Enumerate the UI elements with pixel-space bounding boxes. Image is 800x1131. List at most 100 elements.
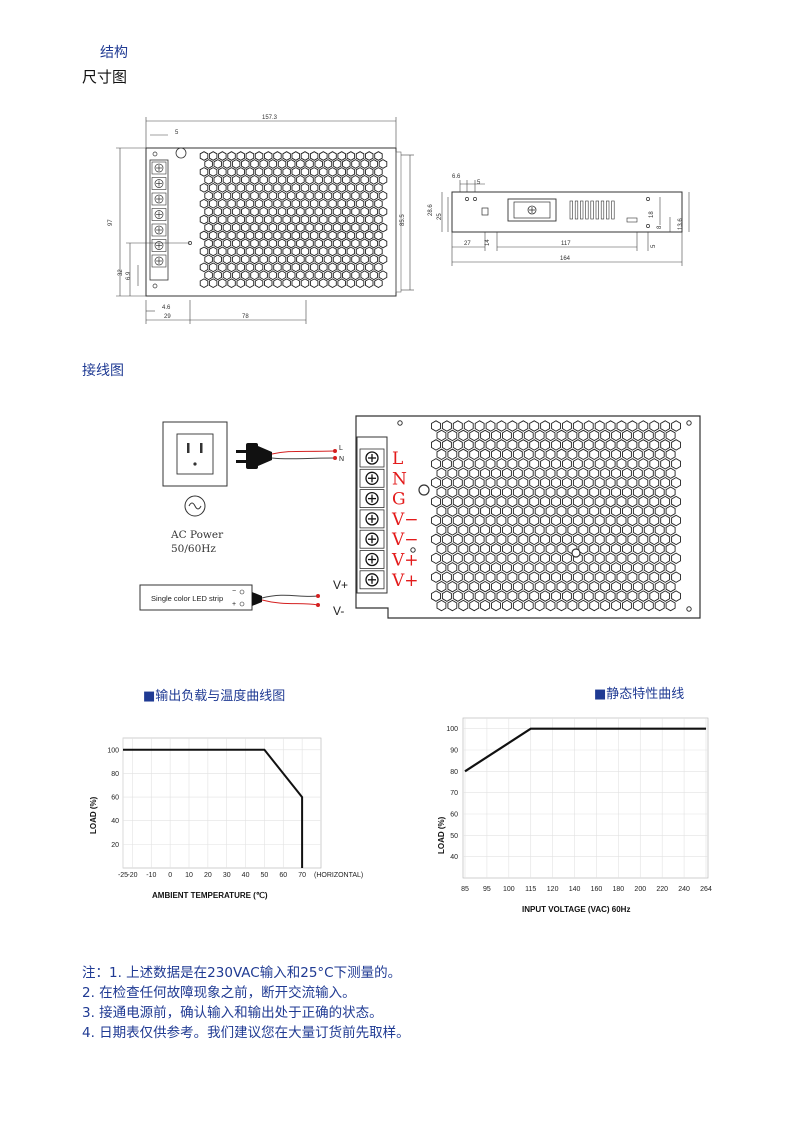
vent-hole <box>649 439 660 451</box>
vent-hole <box>474 533 485 546</box>
vent-hole <box>632 543 643 555</box>
vent-hole <box>447 486 458 498</box>
vent-hole <box>523 599 534 612</box>
vent-hole <box>660 552 671 565</box>
vent-hole <box>518 590 529 602</box>
terminal-screw-icon <box>154 256 164 266</box>
vent-hole <box>578 562 589 574</box>
vent-hole <box>643 599 654 612</box>
vent-hole <box>556 448 567 461</box>
vent-hole <box>296 159 305 169</box>
vent-hole <box>507 533 518 546</box>
vent-hole <box>273 262 282 273</box>
dim-25: 25 <box>437 213 443 220</box>
vent-hole <box>351 190 360 201</box>
vent-hole <box>204 270 213 281</box>
vent-hole <box>264 198 273 209</box>
vent-hole <box>332 206 342 217</box>
vent-hole <box>213 254 222 265</box>
x-tick-label: 100 <box>503 886 515 893</box>
vent-hole <box>627 476 638 489</box>
vent-hole <box>480 543 491 555</box>
vent-hole <box>518 439 529 451</box>
vent-hole <box>351 270 360 281</box>
vent-hole <box>305 159 314 169</box>
vent-hole <box>342 238 351 249</box>
vent-hole <box>250 159 259 169</box>
vent-hole <box>512 467 523 479</box>
vent-hole <box>638 458 649 470</box>
vent-hole <box>378 238 388 249</box>
vent-hole <box>616 458 627 470</box>
derating-plot-frame <box>122 737 322 869</box>
vent-hole <box>296 238 305 249</box>
vent-hole <box>355 230 365 241</box>
vent-hole <box>199 278 209 289</box>
vent-hole <box>518 476 529 489</box>
x-tick-label: 115 <box>525 886 536 893</box>
dim-27: 27 <box>464 241 471 247</box>
vent-hole <box>355 151 365 161</box>
vent-hole <box>458 524 469 536</box>
vent-hole <box>632 486 643 498</box>
terminal-label: V− <box>391 510 419 530</box>
vent-hole <box>337 151 346 161</box>
side-slot <box>595 200 599 220</box>
vent-hole <box>627 420 638 432</box>
vent-hole <box>296 174 305 185</box>
vent-hole <box>463 552 474 565</box>
vent-hole <box>300 167 310 177</box>
vent-hole <box>545 580 556 593</box>
vent-hole <box>277 206 287 217</box>
vent-hole <box>323 206 333 217</box>
vent-hole <box>204 222 213 233</box>
vent-hole <box>589 448 600 461</box>
vent-hole <box>622 505 632 517</box>
dimension-drawing: 157.3 5 97 85.5 32 6.9 4.6 29 78 6.6 5 2… <box>108 115 690 324</box>
vent-hole <box>556 467 567 479</box>
vent-hole <box>337 198 346 209</box>
vent-hole <box>236 246 245 257</box>
vent-hole <box>431 533 441 546</box>
vent-hole <box>300 151 310 161</box>
vent-hole <box>491 562 501 574</box>
vent-hole <box>213 174 222 185</box>
vent-hole <box>649 552 660 565</box>
vent-hole <box>507 495 518 508</box>
vent-hole <box>654 543 665 555</box>
vent-hole <box>319 214 328 225</box>
vent-hole <box>496 476 507 489</box>
vent-hole <box>268 190 278 201</box>
vent-hole <box>611 505 621 517</box>
vent-hole <box>300 230 310 241</box>
vent-hole <box>491 448 501 461</box>
vent-hole <box>649 458 660 470</box>
vent-hole <box>277 159 287 169</box>
vent-hole <box>611 486 621 498</box>
vent-hole <box>572 495 583 508</box>
vent-hole <box>342 222 351 233</box>
vent-hole <box>502 524 512 536</box>
vent-hole <box>332 159 342 169</box>
terminal-screw-icon <box>154 179 164 188</box>
vent-hole <box>665 543 676 555</box>
vent-hole <box>218 278 227 289</box>
vent-hole <box>605 590 616 602</box>
ac-symbol-icon <box>184 495 206 517</box>
vent-hole <box>346 151 356 161</box>
vent-hole <box>199 182 209 193</box>
dim-29: 29 <box>164 314 171 320</box>
vent-hole <box>480 505 491 517</box>
power-supply-vent-holes <box>431 420 681 612</box>
vent-hole <box>241 159 250 169</box>
x-tick-label: -10 <box>146 872 156 879</box>
vent-hole <box>512 599 523 612</box>
vent-hole <box>365 182 374 193</box>
vent-hole <box>605 514 616 527</box>
vent-hole <box>638 514 649 527</box>
vent-hole <box>431 495 441 508</box>
vent-hole <box>611 580 621 593</box>
vent-hole <box>458 505 469 517</box>
vent-hole <box>328 167 337 177</box>
vent-hole <box>227 262 236 273</box>
